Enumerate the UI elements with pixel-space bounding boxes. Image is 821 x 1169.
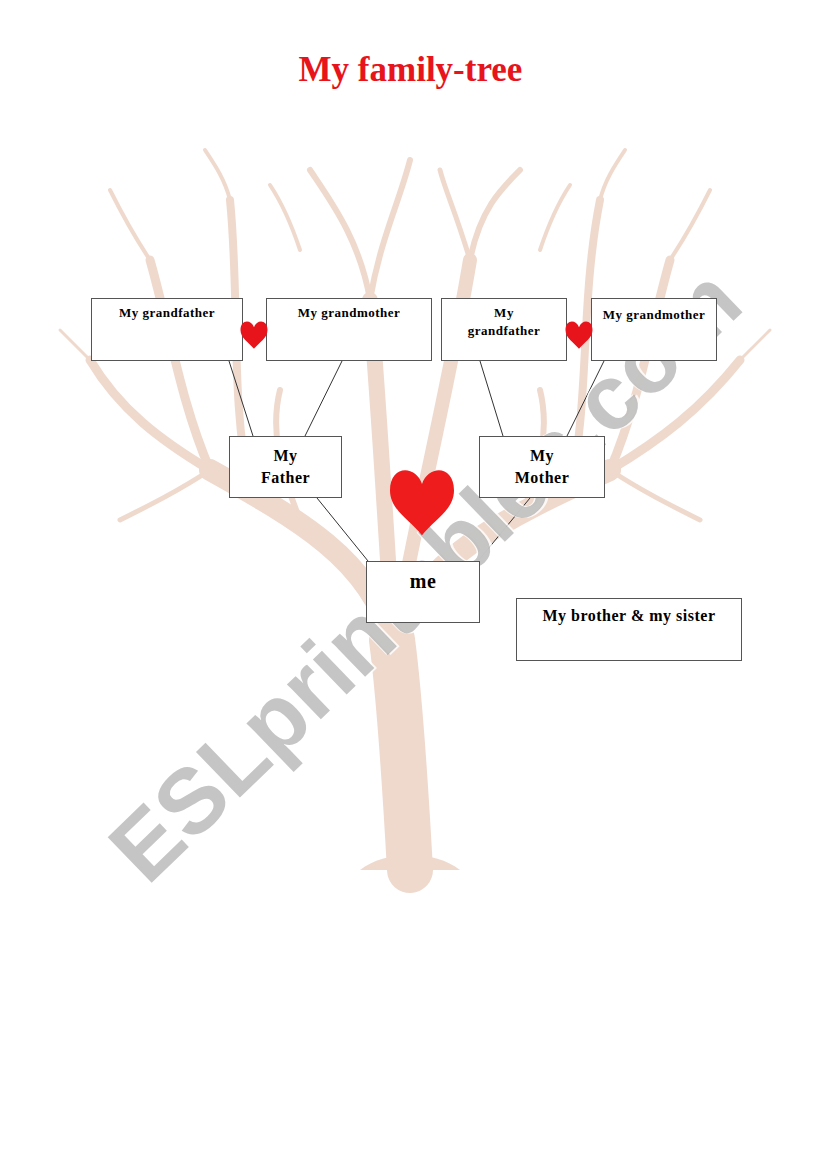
box-label: My brother & my sister [529, 605, 729, 627]
family-box: My grandfather [91, 298, 243, 361]
family-box: me [366, 561, 480, 623]
title: My family-tree [0, 50, 821, 90]
family-box: My grandmother [591, 298, 717, 361]
box-label: My grandmother [272, 304, 426, 322]
box-label: My grandmother [602, 306, 706, 324]
family-box: My grandfather [441, 298, 567, 361]
box-label: My grandfather [456, 304, 552, 339]
family-box: My Mother [479, 436, 605, 498]
box-label: me [373, 568, 473, 595]
family-link [317, 498, 368, 561]
box-label: My Mother [502, 445, 582, 488]
family-box: My brother & my sister [516, 598, 742, 661]
box-label: My grandfather [97, 304, 237, 322]
family-box: My Father [229, 436, 342, 498]
family-link [480, 361, 503, 436]
family-link [229, 361, 253, 436]
family-link [305, 361, 342, 436]
box-label: My Father [251, 445, 321, 488]
family-box: My grandmother [266, 298, 432, 361]
